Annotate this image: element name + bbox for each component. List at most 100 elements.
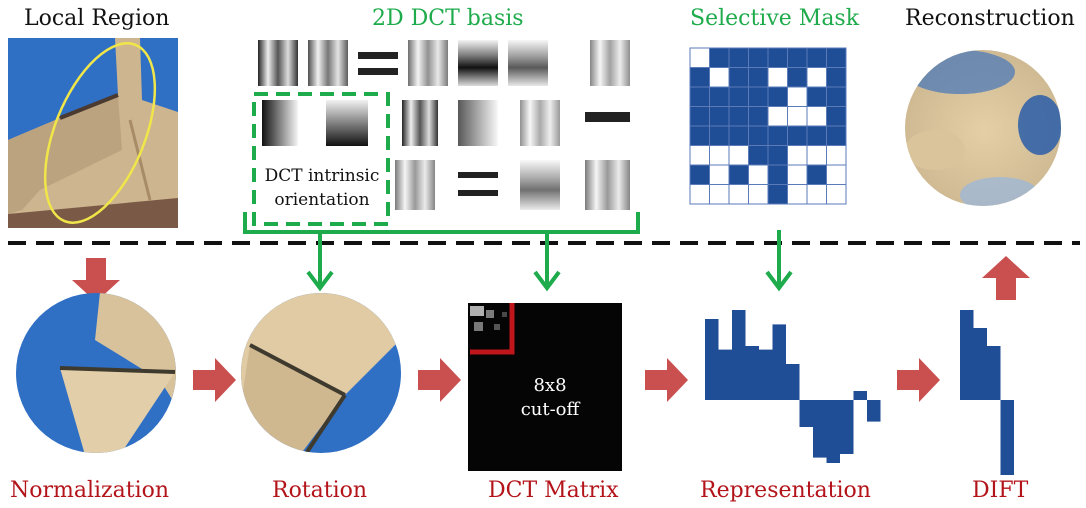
bar — [799, 400, 813, 427]
mask-cell — [709, 125, 730, 146]
mask-cell — [709, 164, 730, 185]
mask-cell — [806, 145, 827, 166]
dift-chart — [960, 310, 1014, 475]
bar — [772, 324, 786, 400]
mask-cell — [826, 164, 847, 185]
dct-intrinsic-line2: orientation — [274, 190, 370, 210]
dct-basis-label: 2D DCT basis — [372, 6, 524, 31]
mask-cell — [787, 67, 808, 88]
normalization-label: Normalization — [10, 478, 170, 503]
bar — [867, 400, 881, 422]
mask-cell — [709, 86, 730, 107]
normalization-image — [16, 293, 176, 453]
bar — [1000, 400, 1014, 475]
mask-cell — [806, 86, 827, 107]
mask-cell — [767, 106, 788, 127]
mask-cell — [806, 164, 827, 185]
mask-cell — [728, 125, 749, 146]
reconstruction-label: Reconstruction — [905, 6, 1075, 31]
bar — [960, 310, 974, 400]
mask-cell — [728, 86, 749, 107]
mask-cell — [767, 184, 788, 205]
mask-cell — [689, 106, 710, 127]
representation-label: Representation — [700, 478, 871, 503]
bar — [786, 364, 800, 400]
cutoff-line1: 8x8 — [533, 375, 567, 396]
mask-cell — [689, 67, 710, 88]
mask-cell — [689, 164, 710, 185]
mask-cell — [748, 67, 769, 88]
mask-cell — [767, 86, 788, 107]
mask-cell — [767, 164, 788, 185]
mask-cell — [689, 47, 710, 68]
mask-cell — [767, 67, 788, 88]
mask-cell — [787, 184, 808, 205]
mask-cell — [806, 184, 827, 205]
bar — [732, 310, 746, 400]
rotation-image — [241, 293, 401, 453]
mask-cell — [787, 145, 808, 166]
mask-cell — [806, 47, 827, 68]
mask-cell — [748, 86, 769, 107]
mask-cell — [689, 125, 710, 146]
mask-cell — [748, 47, 769, 68]
cutoff-text: 8x8 cut-off — [510, 374, 590, 422]
mask-cell — [689, 86, 710, 107]
dift-label: DIFT — [972, 478, 1029, 503]
mask-cell — [689, 184, 710, 205]
red-arrows — [72, 256, 1030, 402]
dct-matrix-label: DCT Matrix — [488, 478, 619, 503]
mask-cell — [748, 184, 769, 205]
mask-cell — [748, 164, 769, 185]
mask-cell — [709, 67, 730, 88]
local-region-image — [8, 38, 178, 228]
mask-cell — [787, 164, 808, 185]
mask-cell — [826, 86, 847, 107]
dct-intrinsic-line1: DCT intrinsic — [264, 166, 380, 186]
bar — [840, 400, 854, 454]
green-bracket — [243, 212, 793, 292]
mask-cell — [728, 47, 749, 68]
mask-cell — [826, 125, 847, 146]
bar — [987, 346, 1001, 400]
dct-intrinsic-text: DCT intrinsic orientation — [262, 164, 382, 212]
mask-cell — [728, 106, 749, 127]
mask-cell — [709, 47, 730, 68]
bar — [759, 349, 773, 400]
bar — [745, 346, 759, 400]
dct-basis-grid — [258, 40, 630, 210]
representation-chart — [705, 310, 881, 463]
local-region-label: Local Region — [24, 6, 170, 31]
mask-cell — [806, 125, 827, 146]
region-ellipse — [43, 42, 157, 224]
mask-cell — [826, 145, 847, 166]
selective-mask-label: Selective Mask — [690, 6, 860, 31]
bar — [813, 400, 827, 458]
mask-cell — [709, 145, 730, 166]
mask-cell — [728, 145, 749, 166]
mask-cell — [728, 184, 749, 205]
selective-mask-grid — [689, 47, 847, 205]
bar — [705, 319, 719, 400]
mask-cell — [748, 106, 769, 127]
mask-cell — [826, 67, 847, 88]
mask-cell — [826, 184, 847, 205]
bar — [826, 400, 840, 463]
mask-cell — [767, 145, 788, 166]
mask-cell — [728, 67, 749, 88]
mask-cell — [767, 125, 788, 146]
rotation-label: Rotation — [272, 478, 368, 503]
mask-cell — [689, 145, 710, 166]
mask-cell — [826, 106, 847, 127]
mask-cell — [709, 184, 730, 205]
mask-cell — [748, 145, 769, 166]
mask-cell — [826, 47, 847, 68]
mask-cell — [728, 164, 749, 185]
mask-cell — [787, 106, 808, 127]
mask-cell — [787, 47, 808, 68]
dct-matrix-image — [468, 303, 622, 471]
mask-cell — [806, 67, 827, 88]
mask-cell — [767, 47, 788, 68]
